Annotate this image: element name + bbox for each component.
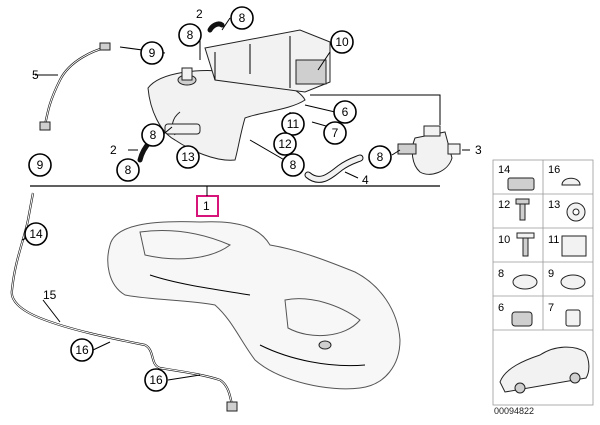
callout-8-middle[interactable]: 8 (281, 153, 305, 177)
callout-8-bottom-left[interactable]: 8 (116, 158, 140, 182)
legend-item-12: 12 (498, 199, 510, 211)
callout-16-left[interactable]: 16 (70, 338, 94, 362)
valve-3 (397, 125, 461, 175)
callout-9-top[interactable]: 9 (140, 41, 164, 65)
screw-icon (522, 235, 529, 257)
label-4: 4 (362, 173, 369, 187)
callout-label: 9 (149, 46, 156, 60)
callout-label: 8 (150, 128, 157, 142)
callout-8-top-left[interactable]: 8 (178, 23, 202, 47)
hose-clamp-icon (512, 274, 538, 290)
callout-7[interactable]: 7 (323, 121, 347, 145)
callout-label: 7 (332, 126, 339, 140)
spacer-sleeve-icon (565, 309, 581, 327)
connector-icon (507, 177, 535, 191)
hose-clamp-small-icon (560, 274, 586, 290)
parts-legend: 14 16 12 13 10 11 8 9 6 7 (492, 159, 594, 406)
grommet-hole-icon (572, 208, 580, 216)
legend-item-13: 13 (548, 199, 560, 211)
callout-label: 9 (37, 158, 44, 172)
expansion-tank (147, 67, 306, 161)
legend-item-10: 10 (498, 234, 510, 246)
label-5: 5 (32, 68, 39, 82)
screw-head-icon (516, 232, 535, 239)
callout-label: 16 (75, 343, 89, 357)
fuel-tank (107, 221, 401, 390)
legend-item-16: 16 (548, 164, 560, 176)
carbon-canister (204, 29, 331, 93)
callout-label: 8 (290, 158, 297, 172)
callout-label: 14 (29, 227, 43, 241)
callout-9-bottom[interactable]: 9 (28, 153, 52, 177)
callout-label: 12 (278, 137, 292, 151)
callout-12[interactable]: 12 (273, 132, 297, 156)
callout-13[interactable]: 13 (176, 145, 200, 169)
callout-6[interactable]: 6 (333, 100, 357, 124)
callout-8-top-right[interactable]: 8 (230, 6, 254, 30)
callout-8-left[interactable]: 8 (141, 123, 165, 147)
legend-item-7: 7 (548, 302, 554, 314)
vent-line-5 (39, 42, 111, 131)
callout-10[interactable]: 10 (330, 30, 354, 54)
bolt-head-icon (515, 198, 530, 205)
callout-label: 8 (377, 150, 384, 164)
legend-item-8: 8 (498, 268, 504, 280)
callout-label: 6 (342, 105, 349, 119)
callout-label: 13 (181, 150, 195, 164)
legend-item-14: 14 (498, 164, 510, 176)
hose-2-upper (207, 21, 225, 33)
car-thumbnail-icon (499, 346, 590, 394)
callout-label: 8 (125, 163, 132, 177)
callout-label: 8 (239, 11, 246, 25)
legend-item-9: 9 (548, 268, 554, 280)
legend-item-11: 11 (548, 234, 559, 246)
callout-16-bottom[interactable]: 16 (144, 368, 168, 392)
label-2-bottom: 2 (110, 143, 117, 157)
callout-label: 10 (335, 35, 349, 49)
spring-nut-icon (561, 235, 587, 257)
callout-label: 11 (287, 117, 300, 131)
label-15: 15 (43, 288, 57, 302)
hose-4 (304, 154, 364, 183)
callout-label: 8 (187, 28, 194, 42)
callout-14[interactable]: 14 (24, 222, 48, 246)
label-3: 3 (475, 143, 482, 157)
rubber-bushing-icon (511, 311, 533, 327)
legend-item-6: 6 (498, 302, 504, 314)
clip-13 (164, 123, 201, 135)
fuel-line-15 (10, 192, 238, 412)
callout-11[interactable]: 11 (281, 112, 305, 136)
callout-label: 16 (149, 373, 163, 387)
label-1: 1 (203, 199, 210, 213)
callout-8-valve[interactable]: 8 (368, 145, 392, 169)
reference-number: 00094822 (494, 406, 534, 416)
clamp-icon (561, 177, 581, 186)
label-2-top: 2 (196, 7, 203, 21)
